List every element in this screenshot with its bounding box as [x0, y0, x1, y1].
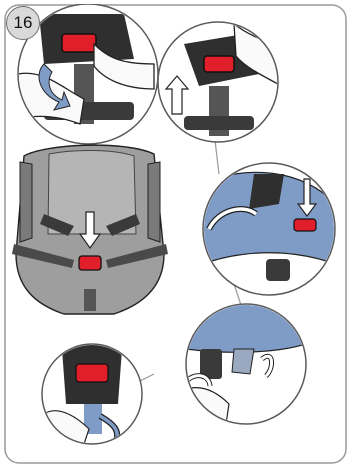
- step-number: 16: [13, 13, 33, 32]
- buckle-side-release-icon: [202, 162, 336, 296]
- instruction-frame: [4, 4, 347, 464]
- hand-pressing-buckle-icon: [17, 4, 159, 145]
- buckle-release-up-icon: [157, 21, 279, 143]
- strap-clip-icon: [185, 303, 307, 425]
- buckle-pull-down-icon: [41, 343, 143, 445]
- step-number-badge: 16: [6, 6, 40, 40]
- child-seat-icon: [12, 144, 168, 315]
